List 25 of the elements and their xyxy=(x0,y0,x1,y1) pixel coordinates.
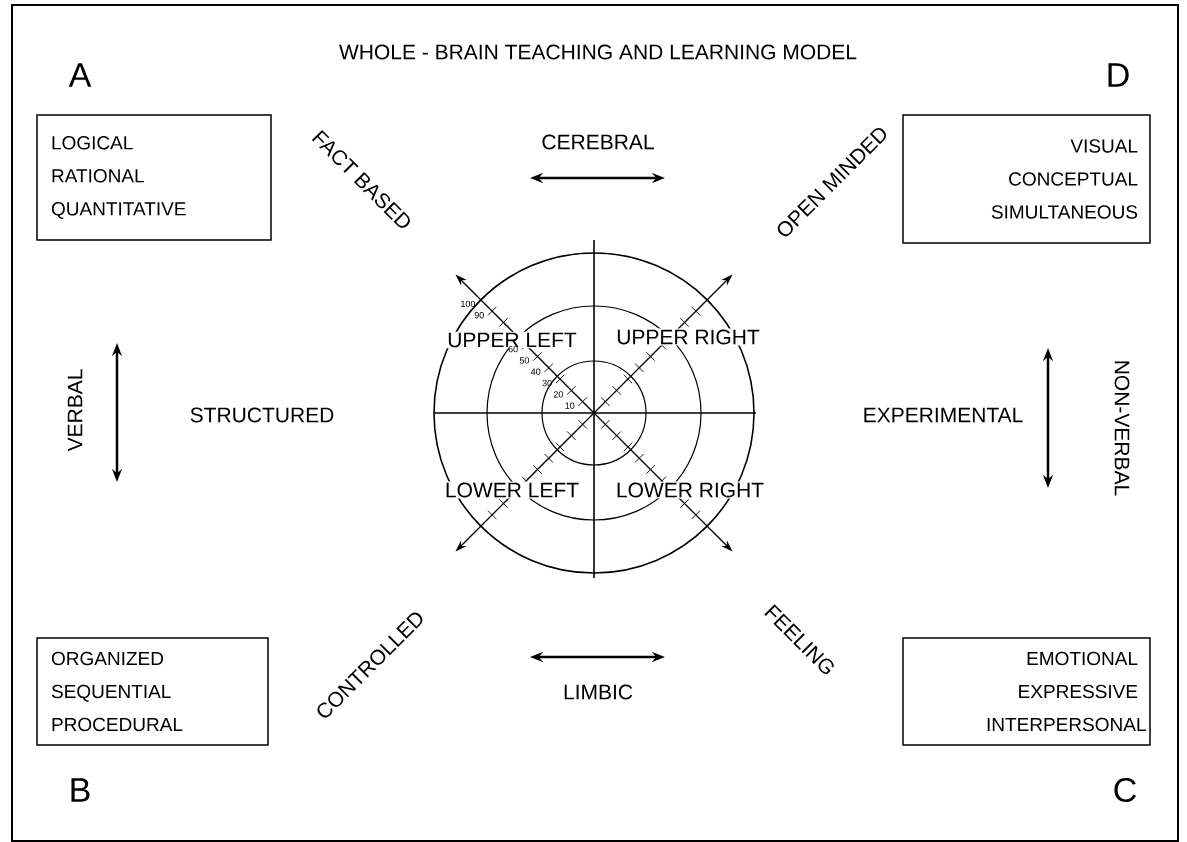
text-box: EMOTIONAL EXPRESSIVE INTERPERSONAL xyxy=(902,637,1151,746)
quadrant-label: UPPER LEFT xyxy=(446,331,578,349)
quadrant-letter: C xyxy=(1111,776,1139,804)
axis-label: EXPERIMENTAL xyxy=(861,406,1025,424)
scale-number: 40 xyxy=(530,368,541,375)
text-box: VISUAL CONCEPTUAL SIMULTANEOUS xyxy=(902,114,1151,244)
scale-number: 10 xyxy=(565,402,575,409)
quadrant-label: LOWER LEFT xyxy=(443,481,581,499)
axis-label: NON-VERBAL xyxy=(1113,358,1131,498)
scale-number: 100 xyxy=(461,300,476,308)
text-box: LOGICAL RATIONAL QUANTITATIVE xyxy=(36,114,272,241)
quadrant-label: LOWER RIGHT xyxy=(614,481,766,499)
quadrant-letter: B xyxy=(67,777,93,803)
scale-number: 20 xyxy=(553,391,564,398)
text-box: ORGANIZED SEQUENTIAL PROCEDURAL xyxy=(36,637,269,746)
scale-number: 30 xyxy=(542,379,552,387)
axis-label: VERBAL xyxy=(66,367,84,453)
scale-number: 90 xyxy=(474,312,484,319)
scale-number: 50 xyxy=(519,357,530,364)
title: WHOLE - BRAIN TEACHING AND LEARNING MODEL xyxy=(339,44,857,60)
quadrant-letter: D xyxy=(1104,62,1132,88)
quadrant-label: UPPER RIGHT xyxy=(615,328,761,346)
axis-label: CEREBRAL xyxy=(540,133,656,151)
axis-label: STRUCTURED xyxy=(188,406,336,424)
axis-label: LIMBIC xyxy=(562,683,634,701)
